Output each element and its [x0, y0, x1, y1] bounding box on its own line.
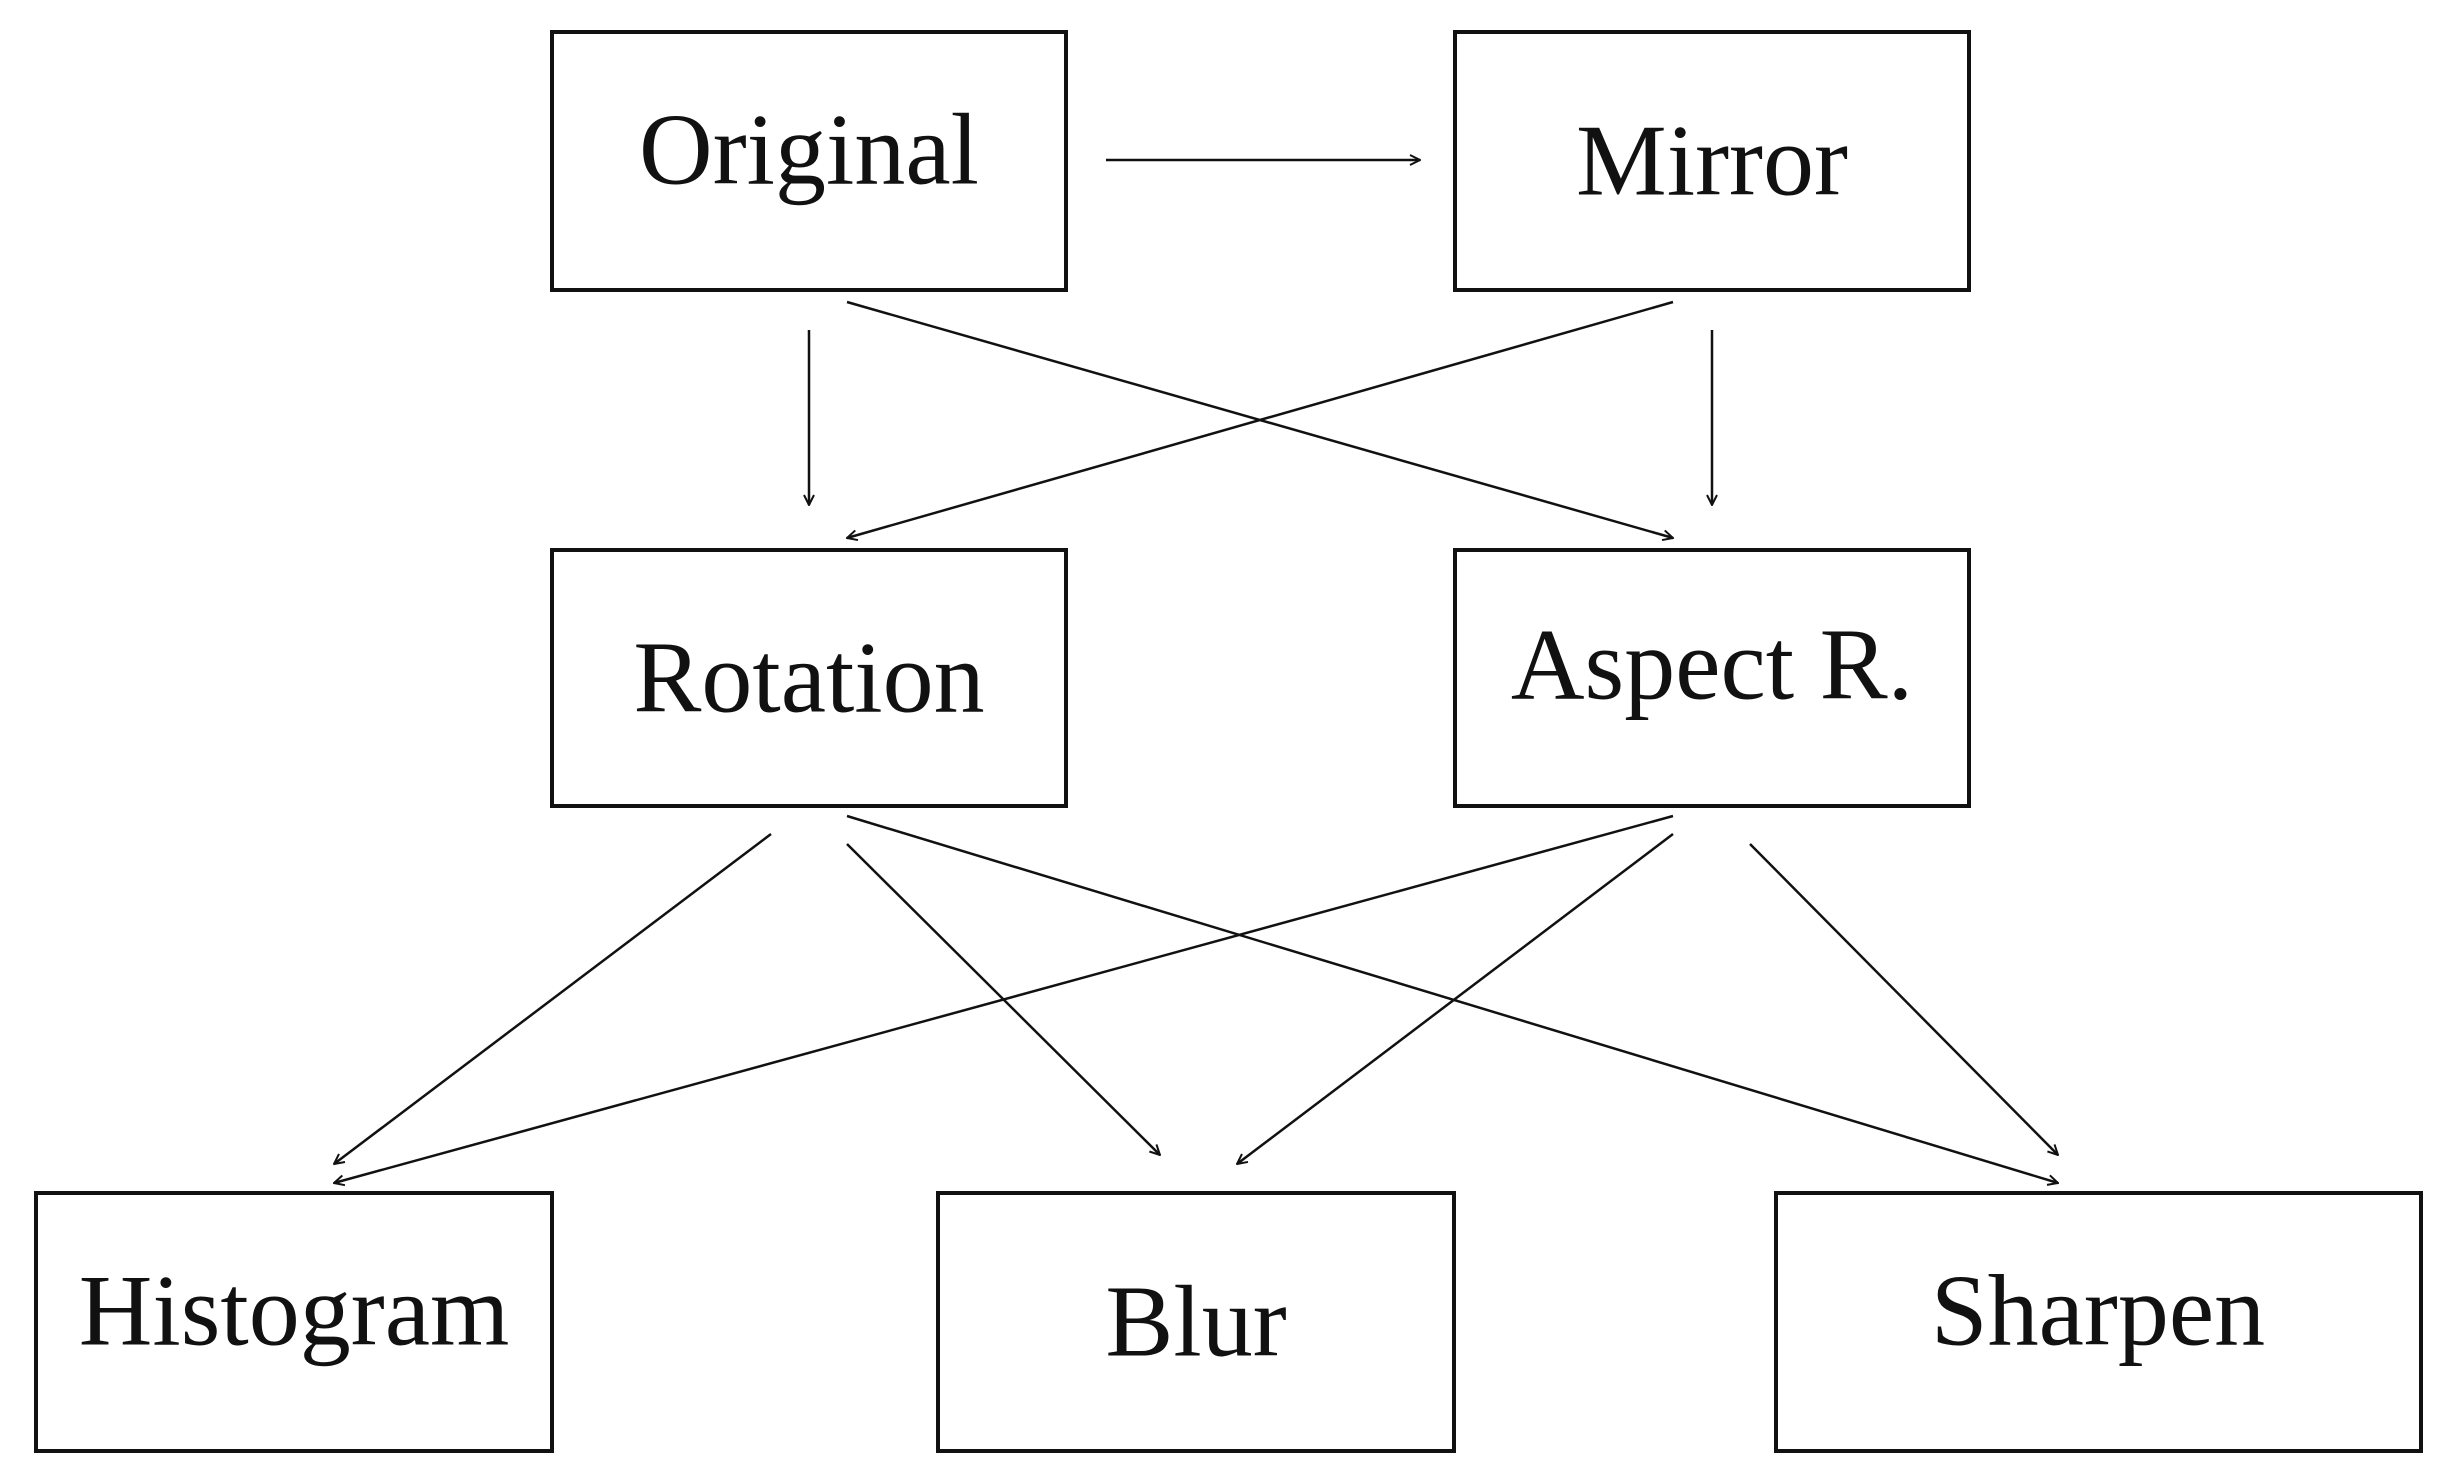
node-aspect-ratio-label: Aspect R.: [1511, 609, 1913, 722]
edge-mirror-to-rotation: [847, 300, 1674, 538]
node-histogram: Histogram: [34, 1191, 554, 1453]
node-blur: Blur: [936, 1191, 1456, 1453]
node-original: Original: [550, 30, 1068, 292]
node-mirror-label: Mirror: [1576, 105, 1848, 218]
node-aspect-ratio: Aspect R.: [1453, 548, 1971, 808]
node-sharpen-label: Sharpen: [1931, 1255, 2265, 1368]
node-blur-label: Blur: [1105, 1266, 1286, 1379]
node-mirror: Mirror: [1453, 30, 1971, 292]
node-rotation: Rotation: [550, 548, 1068, 808]
node-sharpen: Sharpen: [1774, 1191, 2423, 1453]
node-original-label: Original: [639, 94, 979, 207]
edge-aspect-to-histogram: [334, 814, 1674, 1183]
edge-aspect-to-blur: [1237, 833, 1674, 1164]
edge-aspect-to-sharpen: [1749, 843, 2058, 1155]
edges-layer: [334, 160, 2058, 1183]
node-histogram-label: Histogram: [79, 1255, 510, 1368]
edge-rotation-to-histogram: [334, 833, 772, 1164]
node-rotation-label: Rotation: [633, 622, 984, 735]
